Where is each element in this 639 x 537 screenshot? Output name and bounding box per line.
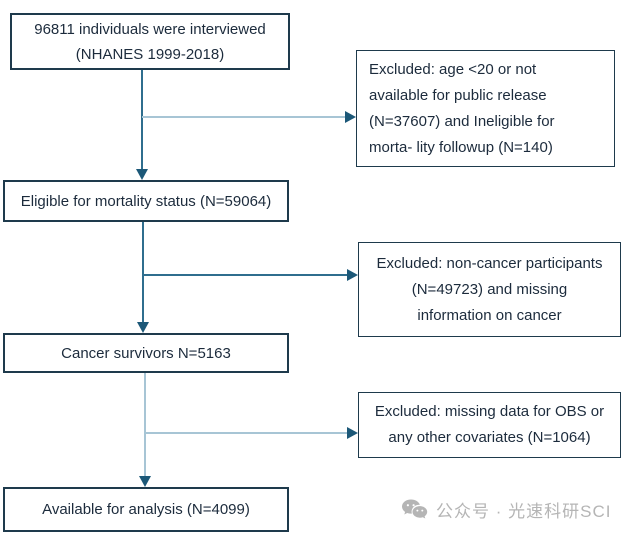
watermark: 公众号 · 光速科研SCI [401, 497, 611, 522]
flow-box-available-analysis: Available for analysis (N=4099) [3, 487, 289, 532]
flow-box-exclusion-1: Excluded: age <20 or not available for p… [356, 50, 615, 167]
flow-box-interviewed-line1: 96811 individuals were interviewed [34, 20, 266, 38]
flow-box-interviewed: 96811 individuals were interviewed (NHAN… [10, 13, 290, 70]
connector-3-vertical-line [144, 373, 146, 477]
exclusion-3-line1: Excluded: missing data for OBS or [374, 403, 605, 420]
wechat-icon [401, 498, 428, 522]
connector-1-vertical-line [141, 70, 143, 170]
exclusion-1-line1: Excluded: age <20 or not [369, 60, 537, 78]
exclusion-2-line2: (N=49723) and missing [411, 280, 568, 298]
flow-box-available-analysis-line1: Available for analysis (N=4099) [42, 501, 250, 518]
connector-2-arrowhead-right-icon [347, 269, 358, 281]
connector-1-arrowhead-down-icon [136, 169, 148, 180]
flow-box-exclusion-3: Excluded: missing data for OBS or any ot… [358, 392, 621, 458]
flow-box-interviewed-line2: (NHANES 1999-2018) [75, 45, 225, 63]
connector-2-arrowhead-down-icon [137, 322, 149, 333]
flow-box-eligible-mortality: Eligible for mortality status (N=59064) [3, 180, 289, 222]
exclusion-2-line3: information on cancer [417, 306, 562, 324]
connector-3-arrowhead-down-icon [139, 476, 151, 487]
connector-3-arrowhead-right-icon [347, 427, 358, 439]
connector-2-vertical-line [142, 222, 144, 323]
flow-box-exclusion-2: Excluded: non-cancer participants (N=497… [358, 242, 621, 337]
exclusion-1-line3: (N=37607) and Ineligible for [369, 112, 555, 130]
flow-box-cancer-survivors-line1: Cancer survivors N=5163 [61, 344, 231, 362]
watermark-text: 公众号 · 光速科研SCI [436, 502, 612, 521]
connector-1-horizontal-line [142, 116, 346, 118]
flow-box-eligible-mortality-line1: Eligible for mortality status (N=59064) [20, 192, 272, 210]
exclusion-1-line2: available for public release [369, 86, 547, 104]
exclusion-2-line1: Excluded: non-cancer participants [376, 254, 603, 272]
connector-1-arrowhead-right-icon [345, 111, 356, 123]
exclusion-1-line4: morta- lity followup (N=140) [369, 138, 553, 156]
connector-2-horizontal-line [143, 274, 348, 276]
flow-box-cancer-survivors: Cancer survivors N=5163 [3, 333, 289, 373]
connector-3-horizontal-line [145, 432, 348, 434]
exclusion-3-line2: any other covariates (N=1064) [388, 429, 591, 446]
